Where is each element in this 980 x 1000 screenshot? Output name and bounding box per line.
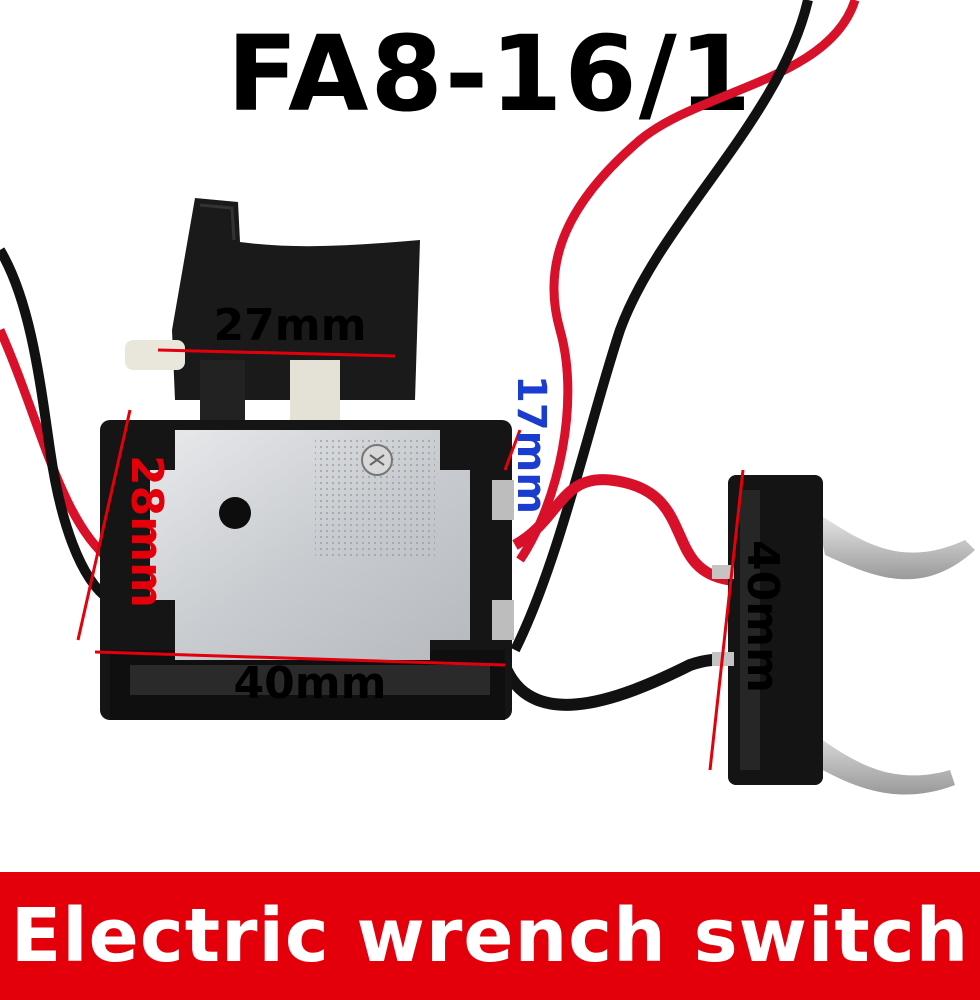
plate-hole — [219, 497, 251, 529]
label-body-height: 28mm — [121, 455, 172, 608]
loop-black-wire — [494, 648, 731, 711]
lower-prong — [800, 725, 955, 795]
bottom-banner: Electric wrench switch — [0, 872, 980, 1000]
dim-line-terminal — [708, 469, 745, 771]
dim-line-length — [94, 650, 506, 667]
label-body-length: 40mm — [234, 658, 387, 709]
loop-red-wire — [512, 474, 731, 586]
right-red-wire — [516, 0, 860, 563]
wires — [0, 0, 860, 711]
dim-line-depth — [503, 429, 522, 471]
product-title: FA8-16/1 — [226, 13, 754, 135]
terminal-block — [712, 475, 975, 795]
left-red-wire — [0, 328, 113, 564]
dimension-lines — [76, 348, 745, 771]
right-black-wire — [510, 0, 813, 653]
label-body-depth: 17mm — [508, 375, 554, 514]
left-black-wire — [0, 247, 113, 605]
banner-text: Electric wrench switch — [10, 893, 970, 979]
trigger-plunger — [125, 340, 185, 370]
label-trigger-width: 27mm — [214, 300, 367, 351]
dim-line-trigger — [157, 348, 396, 358]
dim-line-height — [76, 409, 132, 641]
trigger — [125, 198, 420, 420]
upper-prong — [820, 515, 975, 580]
label-terminal-length: 40mm — [737, 540, 788, 693]
switch-body — [100, 420, 514, 720]
